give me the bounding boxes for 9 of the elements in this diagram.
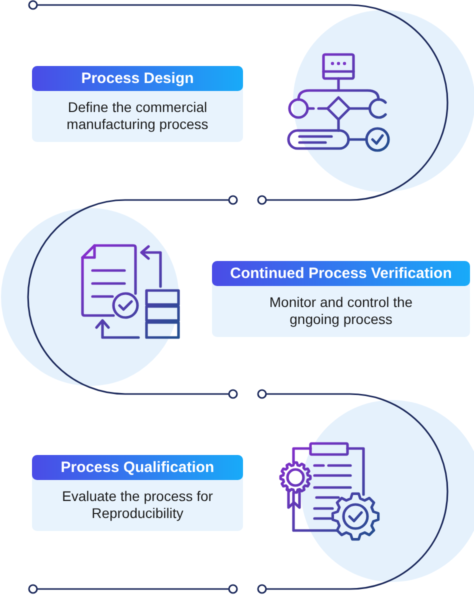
step-heading: Continued Process Verification bbox=[212, 261, 470, 286]
step-heading: Process Design bbox=[32, 66, 243, 91]
step-card bbox=[32, 66, 243, 142]
step-card bbox=[212, 261, 470, 337]
step-description: Monitor and control the gngoing process bbox=[268, 294, 414, 328]
step-description: Evaluate the process for Reproducibility bbox=[61, 488, 214, 522]
step-description: Define the commercial manufacturing process bbox=[66, 99, 210, 133]
step-card bbox=[32, 455, 243, 531]
step-heading: Process Qualification bbox=[32, 455, 243, 480]
